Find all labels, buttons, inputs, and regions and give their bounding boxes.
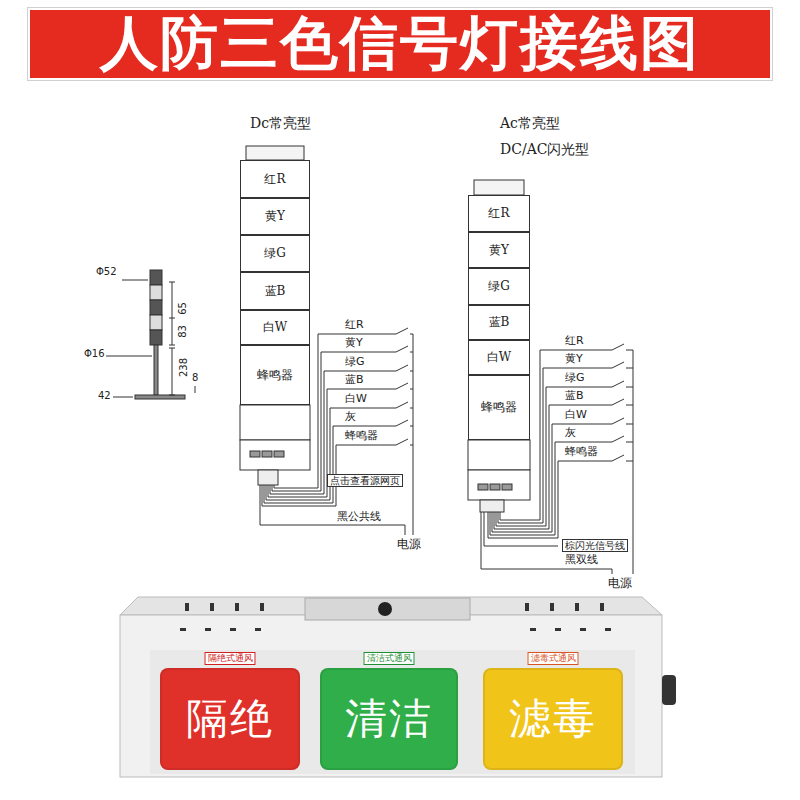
- title-banner: 人防三色信号灯接线图: [30, 10, 770, 78]
- wire-name: 绿G: [345, 356, 365, 368]
- dimension: Φ52: [96, 266, 117, 277]
- panel-text: 隔绝: [186, 691, 274, 747]
- ac-tower: [468, 180, 530, 512]
- dimension: 83: [177, 325, 188, 338]
- dimension: 238: [178, 358, 189, 377]
- heading: Dc常亮型: [250, 116, 311, 131]
- heading: DC/AC闪光型: [500, 142, 589, 157]
- light-box: [120, 597, 676, 777]
- wire-name: 灰: [345, 411, 356, 423]
- wire-name: 蓝B: [565, 390, 584, 402]
- mode-plate: 滤毒式通风: [528, 652, 579, 665]
- signal-panel: 滤毒式通风滤毒: [483, 668, 623, 770]
- wire-name: 蜂鸣器: [345, 430, 378, 442]
- wire-name: 红R: [345, 319, 364, 331]
- lamp-segment: 蓝B: [240, 272, 310, 310]
- segment-label: 白W: [263, 319, 287, 336]
- segment-label: 绿G: [488, 278, 510, 295]
- terminal-name: 电源: [608, 577, 632, 590]
- watermark: 点击查看源网页: [327, 474, 403, 487]
- wire-name: 黑双线: [565, 554, 598, 566]
- wire-name: 白W: [345, 393, 367, 405]
- wire-name: 黑公共线: [337, 511, 381, 523]
- panel-text: 清洁: [345, 691, 433, 747]
- signal-panel: 隔绝式通风隔绝: [160, 668, 300, 770]
- wire-name: 白W: [565, 409, 587, 421]
- dimension: Φ16: [84, 348, 105, 359]
- wire-name: 灰: [565, 427, 576, 439]
- segment-label: 绿G: [264, 245, 286, 262]
- segment-label: 红R: [264, 171, 285, 188]
- wire-name: 黄Y: [565, 353, 583, 365]
- dimension: 42: [98, 390, 111, 401]
- segment-label: 蓝B: [489, 314, 510, 331]
- dimension: 65: [177, 302, 188, 315]
- wire-name: 棕闪光信号线: [562, 539, 628, 552]
- segment-label: 白W: [487, 349, 511, 366]
- signal-panel: 清洁式通风清洁: [320, 668, 458, 770]
- lamp-segment: 蓝B: [468, 305, 530, 340]
- panel-text: 滤毒: [509, 691, 597, 747]
- title-text: 人防三色信号灯接线图: [100, 5, 700, 83]
- heading: Ac常亮型: [500, 116, 560, 131]
- wire-name: 蓝B: [345, 374, 364, 386]
- lamp-segment: 白W: [468, 340, 530, 375]
- segment-label: 黄Y: [489, 242, 509, 259]
- lamp-segment: 蜂鸣器: [240, 345, 310, 405]
- segment-label: 红R: [488, 205, 509, 222]
- dc-tower: [240, 146, 310, 485]
- segment-label: 蓝B: [265, 283, 286, 300]
- lamp-segment: 黄Y: [240, 198, 310, 235]
- lamp-segment: 绿G: [468, 268, 530, 305]
- lamp-segment: 白W: [240, 310, 310, 345]
- dimension-sketch: [106, 270, 195, 399]
- lamp-segment: 绿G: [240, 235, 310, 272]
- wire-name: 绿G: [565, 372, 585, 384]
- lamp-segment: 黄Y: [468, 232, 530, 268]
- lamp-segment: 蜂鸣器: [468, 375, 530, 440]
- mode-plate: 清洁式通风: [364, 652, 415, 665]
- wire-name: 红R: [565, 335, 584, 347]
- wire-name: 黄Y: [345, 337, 363, 349]
- lamp-segment: 红R: [468, 195, 530, 232]
- segment-label: 蜂鸣器: [481, 399, 517, 416]
- segment-label: 蜂鸣器: [257, 367, 293, 384]
- terminal-name: 电源: [397, 538, 421, 551]
- mode-plate: 隔绝式通风: [205, 652, 256, 665]
- wire-name: 蜂鸣器: [565, 446, 598, 458]
- lamp-segment: 红R: [240, 160, 310, 198]
- dimension: 8: [192, 372, 198, 383]
- segment-label: 黄Y: [265, 208, 285, 225]
